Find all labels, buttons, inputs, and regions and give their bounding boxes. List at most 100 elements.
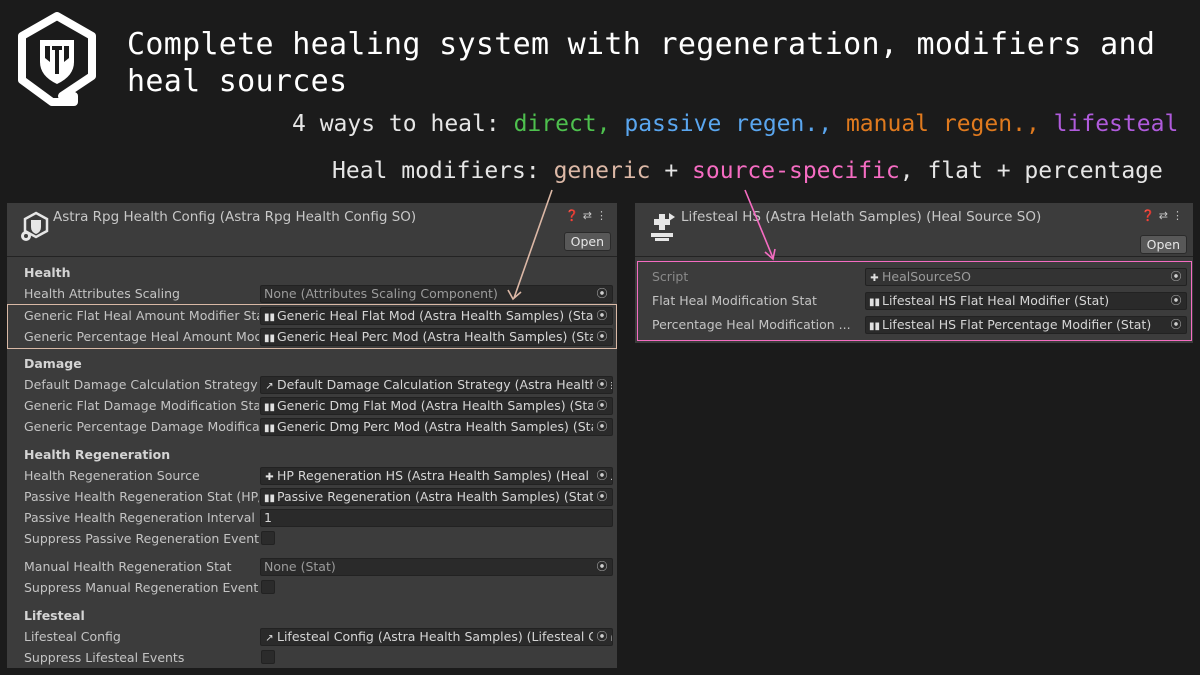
generic-perc-dmg-field[interactable]: ▮▮Generic Dmg Perc Mod (Astra Health Sam… (260, 418, 613, 436)
suppress-manual-checkbox[interactable] (261, 580, 275, 594)
field-label: Generic Flat Heal Amount Modifier Stat (24, 308, 259, 323)
field-row: Default Damage Calculation Strategy ↗Def… (7, 375, 617, 395)
field-row: Percentage Heal Modification ... ▮▮Lifes… (635, 315, 1193, 335)
field-row: Manual Health Regeneration Stat None (St… (7, 557, 617, 577)
generic-flat-dmg-field[interactable]: ▮▮Generic Dmg Flat Mod (Astra Health Sam… (260, 397, 613, 415)
way-lifesteal: lifesteal (1053, 111, 1179, 137)
default-damage-strategy-field[interactable]: ↗Default Damage Calculation Strategy (As… (260, 376, 613, 394)
script-icon: ✚ (870, 273, 879, 284)
source-specific-highlight (637, 261, 1192, 341)
health-config-inspector: Astra Rpg Health Config (Astra Rpg Healt… (7, 203, 617, 668)
field-row: Generic Percentage Damage Modificatio ▮▮… (7, 417, 617, 437)
object-picker-icon[interactable]: ⦿ (593, 419, 611, 435)
field-label: Default Damage Calculation Strategy (24, 377, 258, 392)
field-label: Script (652, 269, 689, 284)
generic-perc-heal-field[interactable]: ▮▮Generic Heal Perc Mod (Astra Health Sa… (260, 328, 613, 346)
inspector-title: Astra Rpg Health Config (Astra Rpg Healt… (53, 209, 417, 225)
object-picker-icon[interactable]: ⦿ (1167, 293, 1185, 309)
field-label: Suppress Lifesteal Events (24, 650, 185, 665)
modifier-rest: , flat + percentage (899, 158, 1163, 184)
stat-bars-icon: ▮▮ (264, 333, 276, 344)
field-label: Suppress Manual Regeneration Events (24, 580, 259, 595)
perc-heal-mod-field[interactable]: ▮▮Lifesteal HS Flat Percentage Modifier … (865, 316, 1187, 334)
regen-source-field[interactable]: ✚HP Regeneration HS (Astra Health Sample… (260, 467, 613, 485)
kebab-menu-icon[interactable]: ⋮ (596, 209, 611, 222)
field-row: Suppress Manual Regeneration Events (7, 578, 617, 598)
help-icon[interactable]: ❓ (1141, 209, 1159, 222)
stat-bars-icon: ▮▮ (869, 297, 881, 308)
object-picker-icon[interactable]: ⦿ (593, 308, 611, 324)
field-row: Generic Flat Damage Modification Stat ▮▮… (7, 396, 617, 416)
open-button[interactable]: Open (563, 232, 611, 251)
section-regeneration: Health Regeneration (24, 447, 171, 462)
attributes-scaling-field[interactable]: None (Attributes Scaling Component) ⦿ (260, 285, 613, 303)
way-direct: direct, (513, 111, 611, 137)
field-value: Generic Dmg Flat Mod (Astra Health Sampl… (277, 398, 605, 413)
manual-regen-stat-field[interactable]: None (Stat)⦿ (260, 558, 613, 576)
field-value: None (Attributes Scaling Component) (264, 286, 498, 301)
modifier-generic: generic (553, 158, 651, 184)
object-picker-icon[interactable]: ⦿ (593, 377, 611, 393)
object-picker-icon[interactable]: ⦿ (1167, 317, 1185, 333)
object-picker-icon: ⦿ (1167, 269, 1185, 285)
config-icon: ↗ (265, 633, 274, 644)
field-row: Passive Health Regeneration Stat (HP/1C … (7, 487, 617, 507)
field-row: Health Regeneration Source ✚HP Regenerat… (7, 466, 617, 486)
field-label: Flat Heal Modification Stat (652, 293, 817, 308)
field-row: Generic Percentage Heal Amount Modifi ▮▮… (7, 327, 617, 347)
field-label: Passive Health Regeneration Stat (HP/1C (24, 489, 259, 504)
suppress-passive-checkbox[interactable] (261, 531, 275, 545)
field-row: Generic Flat Heal Amount Modifier Stat ▮… (7, 306, 617, 326)
section-health: Health (24, 265, 71, 280)
field-label: Lifesteal Config (24, 629, 121, 644)
inspector-title: Lifesteal HS (Astra Helath Samples) (Hea… (681, 209, 1042, 225)
section-damage: Damage (24, 356, 82, 371)
strategy-icon: ↗ (265, 381, 274, 392)
field-label: Health Attributes Scaling (24, 286, 180, 301)
field-label: Health Regeneration Source (24, 468, 200, 483)
passive-regen-interval-input[interactable]: 1 (260, 509, 613, 527)
field-label: Passive Health Regeneration Interval (24, 510, 255, 525)
kebab-menu-icon[interactable]: ⋮ (1172, 209, 1187, 222)
field-value: Lifesteal HS Flat Heal Modifier (Stat) (882, 293, 1110, 308)
object-picker-icon[interactable]: ⦿ (593, 468, 611, 484)
field-row: Script ✚HealSourceSO⦿ (635, 267, 1193, 287)
heal-source-icon: ✚ (265, 472, 274, 483)
field-value: 1 (264, 510, 272, 525)
ways-prefix: 4 ways to heal: (292, 111, 514, 137)
object-picker-icon[interactable]: ⦿ (593, 286, 611, 302)
generic-flat-heal-field[interactable]: ▮▮Generic Heal Flat Mod (Astra Health Sa… (260, 307, 613, 325)
preset-icon[interactable]: ⇄ (1158, 209, 1172, 222)
astra-shield-logo-icon (18, 12, 96, 106)
object-picker-icon[interactable]: ⦿ (593, 398, 611, 414)
flat-heal-mod-field[interactable]: ▮▮Lifesteal HS Flat Heal Modifier (Stat)… (865, 292, 1187, 310)
object-picker-icon[interactable]: ⦿ (593, 559, 611, 575)
passive-regen-stat-field[interactable]: ▮▮Passive Regeneration (Astra Health Sam… (260, 488, 613, 506)
field-row: Suppress Lifesteal Events (7, 648, 617, 668)
preset-icon[interactable]: ⇄ (582, 209, 596, 222)
field-row: Flat Heal Modification Stat ▮▮Lifesteal … (635, 291, 1193, 311)
object-picker-icon[interactable]: ⦿ (593, 489, 611, 505)
object-picker-icon[interactable]: ⦿ (593, 329, 611, 345)
modifier-source-specific: source-specific (692, 158, 900, 184)
scriptable-object-gear-icon (21, 211, 49, 241)
field-value: Generic Dmg Perc Mod (Astra Health Sampl… (277, 419, 609, 434)
stat-bars-icon: ▮▮ (264, 493, 276, 504)
heal-source-icon (651, 213, 675, 241)
object-picker-icon[interactable]: ⦿ (593, 629, 611, 645)
heal-source-inspector: Lifesteal HS (Astra Helath Samples) (Hea… (635, 203, 1193, 343)
way-passive-regen: passive regen., (624, 111, 833, 137)
stat-bars-icon: ▮▮ (264, 402, 276, 413)
suppress-lifesteal-checkbox[interactable] (261, 650, 275, 664)
field-row: Suppress Passive Regeneration Events (7, 529, 617, 549)
field-value: Generic Heal Flat Mod (Astra Health Samp… (277, 308, 604, 323)
open-button[interactable]: Open (1139, 235, 1187, 254)
inspector-header: Astra Rpg Health Config (Astra Rpg Healt… (7, 203, 617, 257)
help-icon[interactable]: ❓ (565, 209, 583, 222)
script-field: ✚HealSourceSO⦿ (865, 268, 1187, 286)
field-row: Lifesteal Config ↗Lifesteal Config (Astr… (7, 627, 617, 647)
field-label: Generic Percentage Heal Amount Modifi (24, 329, 259, 344)
field-value: Lifesteal HS Flat Percentage Modifier (S… (882, 317, 1152, 332)
ways-to-heal-line: 4 ways to heal: direct, passive regen., … (292, 111, 1178, 137)
lifesteal-config-field[interactable]: ↗Lifesteal Config (Astra Health Samples)… (260, 628, 613, 646)
